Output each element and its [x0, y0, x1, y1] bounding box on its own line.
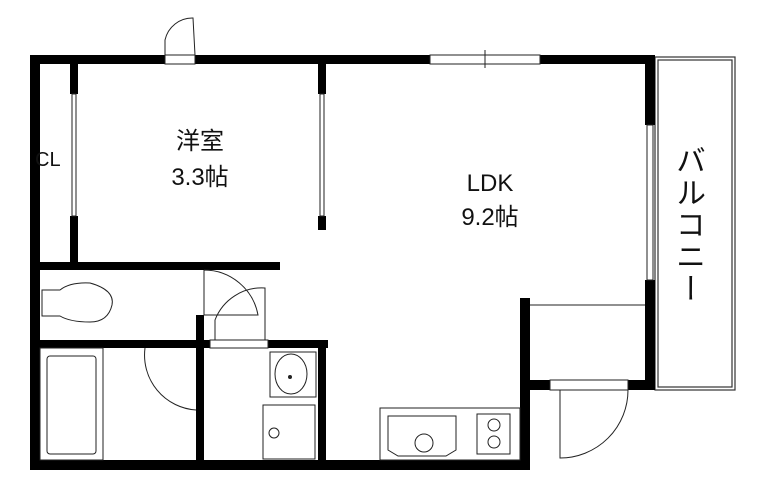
kitchen-counter	[379, 407, 521, 461]
washer-pan-icon	[262, 404, 316, 460]
room-sliding-door[interactable]	[319, 93, 325, 217]
balcony-outline	[654, 56, 736, 391]
ldk-size: 9.2帖	[461, 204, 519, 231]
entrance-door-swing[interactable]	[559, 389, 629, 459]
top-door-swing[interactable]	[164, 17, 196, 56]
washroom-door-frame	[209, 339, 269, 349]
bathtub-outline	[39, 347, 104, 461]
ldk-label: LDK	[466, 170, 514, 197]
balcony-inner-line	[657, 59, 733, 388]
western-room-label: 洋室	[176, 128, 224, 155]
washroom-door-swing[interactable]	[214, 287, 266, 340]
kitchen-sink-icon	[387, 415, 457, 457]
toilet-door-swing[interactable]	[203, 269, 259, 316]
entrance-top-door-frame	[164, 54, 196, 65]
stove-icon	[476, 413, 511, 455]
washbasin-icon	[274, 353, 308, 395]
walls	[30, 55, 655, 470]
toilet-icon	[41, 282, 113, 323]
bathtub-icon	[46, 355, 97, 455]
closet-sliding-door[interactable]	[71, 93, 77, 217]
closet-label: CL	[35, 149, 61, 171]
entrance-door-frame	[549, 379, 629, 391]
balcony-label: バルコニー	[671, 145, 704, 305]
balcony-window[interactable]	[646, 124, 654, 281]
washbasin-outline	[269, 351, 317, 398]
bath-door-swing[interactable]	[144, 347, 197, 411]
western-room-size: 3.3帖	[171, 164, 229, 191]
